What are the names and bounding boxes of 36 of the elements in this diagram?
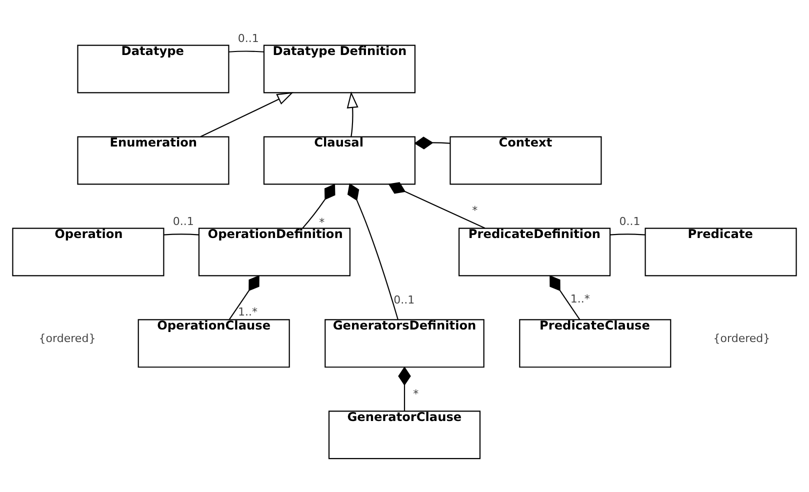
connector	[302, 184, 336, 229]
node-box: GeneratorClause	[328, 410, 481, 460]
connector	[414, 136, 450, 150]
connector	[398, 366, 411, 412]
connector	[610, 234, 646, 236]
connector	[164, 234, 199, 236]
edge-label: 0..1	[394, 293, 415, 306]
edge-label: *	[472, 204, 478, 217]
node-box: GeneratorsDefinition	[324, 319, 484, 368]
node-box: OperationClause	[138, 319, 290, 368]
node-box: PredicateClause	[519, 319, 672, 368]
node-box: Datatype	[77, 44, 230, 94]
node-box: Predicate	[644, 228, 797, 276]
node-box: Datatype Definition	[263, 44, 416, 94]
node-box: Enumeration	[77, 136, 230, 185]
arrow	[200, 92, 294, 138]
edge-label: 1..*	[238, 305, 258, 318]
connector	[228, 275, 260, 320]
node-box: Clausal	[263, 136, 416, 185]
connector	[228, 50, 264, 52]
connector	[550, 275, 580, 320]
node-box: Context	[450, 136, 602, 185]
node-box: PredicateDefinition	[458, 228, 611, 276]
edge-label: 0..1	[619, 215, 640, 228]
edge-label: *	[319, 216, 325, 230]
label: {ordered}	[713, 332, 770, 345]
label: {ordered}	[38, 332, 96, 345]
arrow	[346, 91, 358, 137]
connector	[388, 182, 486, 229]
connector	[347, 183, 398, 320]
edge-label: 1..*	[570, 292, 590, 306]
edge-label: 0..1	[172, 215, 194, 228]
edge-label: *	[413, 388, 419, 401]
node-box: Operation	[12, 228, 164, 276]
edge-label: 0..1	[238, 32, 259, 46]
node-box: OperationDefinition	[198, 228, 350, 276]
